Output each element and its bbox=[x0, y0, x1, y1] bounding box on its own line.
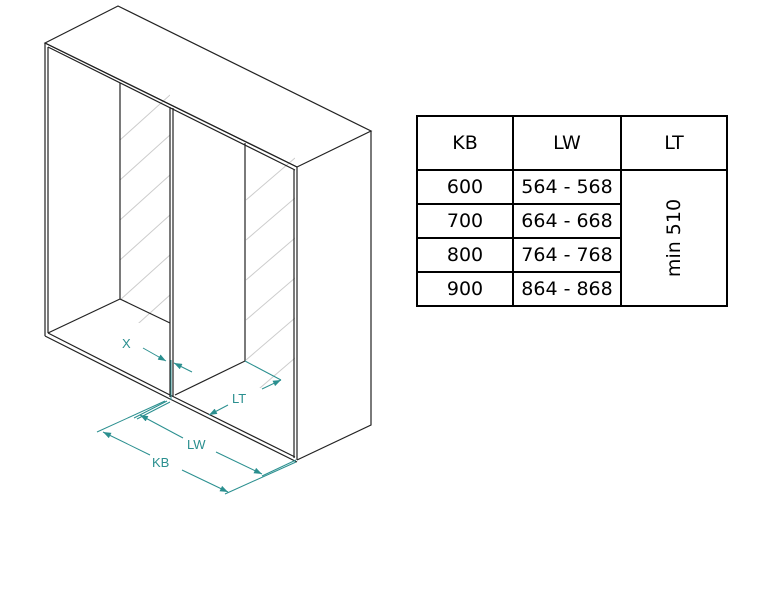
cell-lw: 764 - 768 bbox=[512, 237, 622, 273]
table-row: 700 664 - 668 bbox=[416, 203, 727, 239]
table-header-row: KB LW LT bbox=[416, 115, 728, 171]
header-kb: KB bbox=[416, 115, 514, 171]
x-arrow-left bbox=[142, 347, 167, 362]
cell-kb: 600 bbox=[416, 169, 514, 205]
ext-right bbox=[224, 459, 297, 495]
cell-lt: min 510 bbox=[620, 169, 728, 307]
cabinet-outline bbox=[43, 5, 373, 463]
cell-lw: 564 - 568 bbox=[512, 169, 622, 205]
dim-label-kb: KB bbox=[152, 455, 169, 470]
header-lw: LW bbox=[512, 115, 622, 171]
table-row: 800 764 - 768 bbox=[416, 237, 727, 273]
dimension-table: KB LW LT 600 564 - 568 min 510 700 664 -… bbox=[416, 115, 728, 307]
cell-lw: 864 - 868 bbox=[512, 271, 622, 307]
kb-ext-left bbox=[96, 400, 166, 433]
lt-arrow-top bbox=[261, 379, 282, 390]
dim-label-lt: LT bbox=[232, 391, 246, 406]
lw-ext-left bbox=[133, 400, 171, 420]
table-row: 900 864 - 868 bbox=[416, 271, 727, 307]
cell-kb: 800 bbox=[416, 237, 514, 273]
dimensions bbox=[96, 347, 297, 495]
cell-lw: 664 - 668 bbox=[512, 203, 622, 239]
lt-arrow-bottom bbox=[208, 404, 229, 416]
x-arrow-right bbox=[173, 362, 193, 373]
dim-label-lw: LW bbox=[187, 437, 206, 452]
hatching bbox=[120, 94, 295, 388]
header-lt: LT bbox=[620, 115, 728, 171]
lt-value: min 510 bbox=[662, 198, 685, 278]
cell-kb: 700 bbox=[416, 203, 514, 239]
cell-kb: 900 bbox=[416, 271, 514, 307]
table-row: 600 564 - 568 min 510 bbox=[416, 169, 728, 307]
dim-label-x: X bbox=[122, 336, 131, 351]
